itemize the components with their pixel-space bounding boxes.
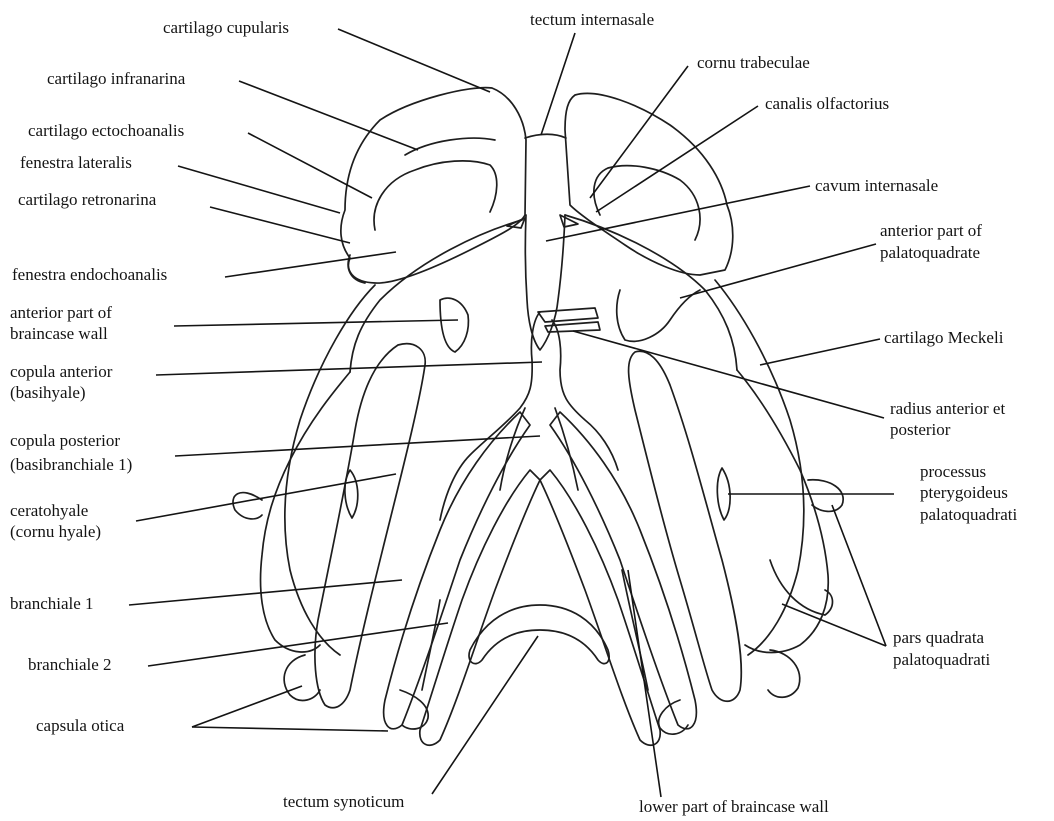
leader-cartilago-retronarina — [210, 207, 350, 243]
copula-anterior-right — [552, 320, 618, 470]
label-cartilago-retronarina: cartilago retronarina — [18, 190, 157, 209]
tectum-synoticum-shape — [469, 605, 609, 664]
label-cartilago-ectochoanalis: cartilago ectochoanalis — [28, 121, 184, 140]
ceratohyale-right — [629, 351, 742, 701]
trabecular-horn-left — [350, 220, 522, 372]
label-fenestra-endochoanalis: fenestra endochoanalis — [12, 265, 167, 284]
label-copula-posterior-1: copula posterior — [10, 431, 120, 450]
leader-tectum-synoticum — [432, 636, 538, 794]
capsule-left-rim — [405, 138, 495, 155]
label-tectum-internasale: tectum internasale — [530, 10, 654, 29]
label-branchiale-2: branchiale 2 — [28, 655, 112, 674]
meckel-right — [715, 280, 804, 655]
leader-cartilago-infranarina — [239, 81, 418, 150]
label-cartilago-meckeli: cartilago Meckeli — [884, 328, 1004, 347]
trabecular-horn-right — [565, 215, 737, 370]
braincase-wall-right — [617, 290, 700, 341]
leader-capsula-otica-b — [192, 727, 388, 731]
label-pars-quadrata-2: palatoquadrati — [893, 650, 991, 669]
leader-fenestra-lateralis — [178, 166, 340, 213]
capsula-otica-left-2 — [400, 690, 428, 729]
branchiale-1-right — [550, 412, 696, 729]
label-ceratohyale-2: (cornu hyale) — [10, 522, 101, 541]
leader-branchiale-1 — [129, 580, 402, 605]
leader-lower-braincase-wall — [628, 570, 661, 797]
braincase-wall-left — [440, 298, 468, 352]
leader-tectum-internasale — [541, 33, 575, 135]
leader-anterior-palatoquadrate — [680, 244, 876, 298]
label-processus-1: processus — [920, 462, 986, 481]
label-lower-braincase-wall: lower part of braincase wall — [639, 797, 829, 816]
label-copula-anterior-2: (basihyale) — [10, 383, 86, 402]
leader-anterior-braincase-wall — [174, 320, 458, 326]
label-cavum-internasale: cavum internasale — [815, 176, 938, 195]
braincase-floor — [525, 215, 565, 350]
label-radius-2: posterior — [890, 420, 951, 439]
fenestra-left — [374, 161, 497, 230]
leader-cartilago-ectochoanalis — [248, 133, 372, 198]
leader-radius — [573, 331, 884, 418]
label-cartilago-infranarina: cartilago infranarina — [47, 69, 186, 88]
quadrate-lower-right — [770, 560, 833, 615]
capsula-otica-right — [768, 650, 800, 697]
label-cornu-trabeculae: cornu trabeculae — [697, 53, 810, 72]
meckel-left — [285, 285, 375, 655]
copula-anterior — [440, 312, 540, 520]
label-cartilago-cupularis: cartilago cupularis — [163, 18, 289, 37]
nasal-capsule-left — [341, 88, 526, 283]
label-fenestra-lateralis: fenestra lateralis — [20, 153, 132, 172]
label-copula-posterior-2: (basibranchiale 1) — [10, 455, 132, 474]
label-anterior-braincase-wall-2: braincase wall — [10, 324, 108, 343]
label-branchiale-1: branchiale 1 — [10, 594, 94, 613]
leader-pars-quadrata-a — [832, 505, 886, 646]
label-radius-1: radius anterior et — [890, 399, 1005, 418]
pars-quadrata-right — [808, 480, 843, 512]
tectum-internasale-shape — [525, 134, 566, 138]
pars-quadrata-left — [233, 493, 262, 519]
nasal-capsule-right — [565, 93, 733, 275]
leader-pars-quadrata-b — [782, 604, 886, 646]
label-capsula-otica: capsula otica — [36, 716, 125, 735]
leader-fenestra-endochoanalis — [225, 252, 396, 277]
leader-cartilago-cupularis — [338, 29, 490, 92]
label-anterior-braincase-wall-1: anterior part of — [10, 303, 112, 322]
label-ceratohyale-1: ceratohyale — [10, 501, 88, 520]
label-tectum-synoticum: tectum synoticum — [283, 792, 404, 811]
label-anterior-palatoquadrate-1: anterior part of — [880, 221, 982, 240]
leader-cavum-internasale — [546, 186, 810, 241]
leader-branchiale-2 — [148, 623, 448, 666]
labels-left: cartilago cupularis cartilago infranarin… — [10, 18, 829, 816]
label-anterior-palatoquadrate-2: palatoquadrate — [880, 243, 980, 262]
leader-lines — [129, 29, 894, 797]
leader-copula-posterior — [175, 436, 540, 456]
palatoquadrate-left — [261, 372, 350, 652]
label-processus-2: pterygoideus — [920, 483, 1008, 502]
label-processus-3: palatoquadrati — [920, 505, 1018, 524]
label-canalis-olfactorius: canalis olfactorius — [765, 94, 889, 113]
skull-drawing — [233, 88, 843, 746]
radius-plates — [538, 308, 600, 332]
leader-capsula-otica-a — [192, 686, 302, 727]
palatoquadrate-right — [737, 370, 828, 653]
leader-cornu-trabeculae — [590, 66, 688, 198]
label-copula-anterior-1: copula anterior — [10, 362, 113, 381]
label-pars-quadrata-1: pars quadrata — [893, 628, 985, 647]
leader-canalis-olfactorius — [596, 106, 758, 212]
ceratohyale-left — [315, 344, 425, 708]
leader-cartilago-meckeli — [760, 339, 880, 365]
